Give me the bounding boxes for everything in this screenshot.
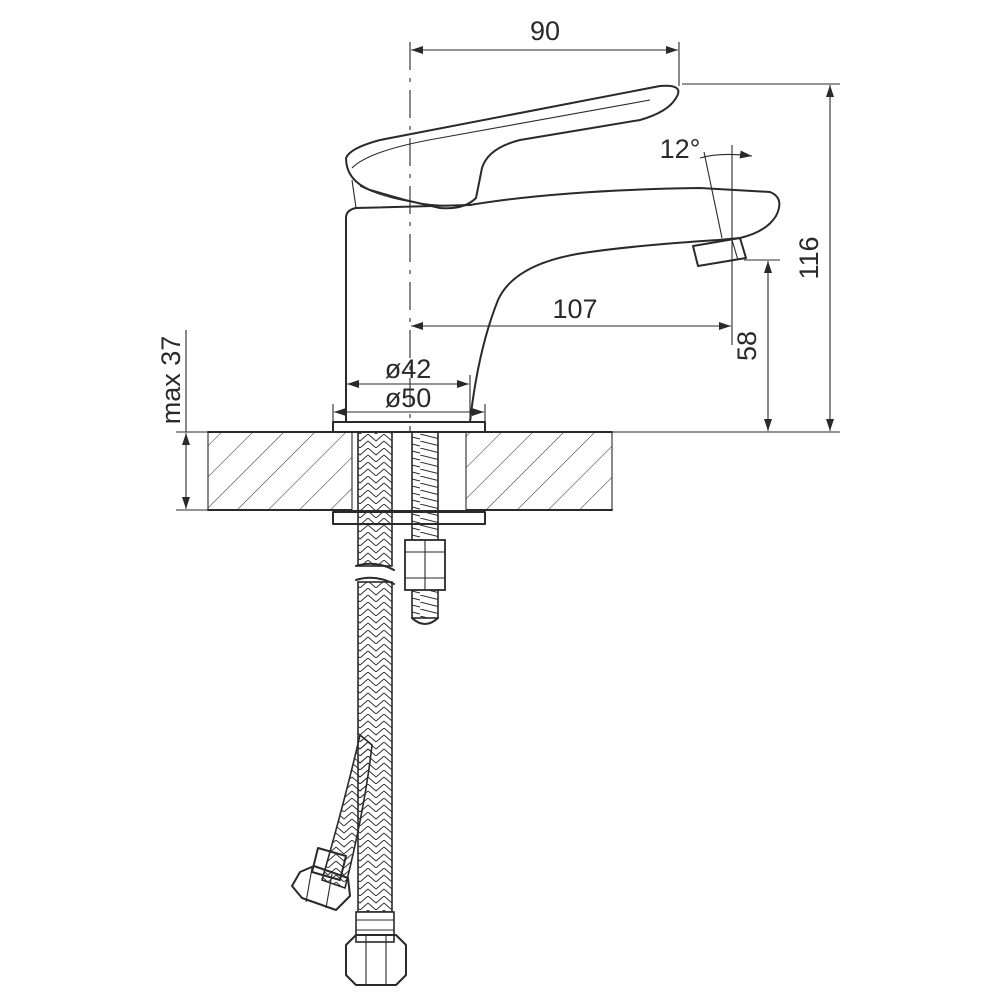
dimension-max-37: max 37: [156, 330, 208, 511]
supply-hoses: [291, 431, 407, 986]
dimension-116: 116: [682, 83, 840, 431]
dimension-d50: ø50: [332, 383, 486, 422]
dim-d50-label: ø50: [385, 383, 432, 413]
dimension-d42: ø42: [345, 354, 471, 422]
dim-max37-label: max 37: [156, 336, 186, 425]
dimension-90: 90: [411, 16, 680, 86]
dim-d42-label: ø42: [385, 354, 432, 384]
dim-58-label: 58: [732, 331, 762, 361]
dimension-58: 58: [732, 259, 780, 431]
dim-116-label: 116: [794, 236, 824, 279]
mounting-stud: [404, 431, 446, 625]
faucet-body: [332, 84, 781, 525]
dimension-angle-12: 12°: [660, 134, 753, 239]
countertop-section: [207, 431, 840, 511]
dimension-107: 107: [411, 145, 733, 345]
dim-107-label: 107: [552, 294, 597, 324]
dim-90-label: 90: [530, 16, 560, 46]
dim-angle-label: 12°: [660, 134, 701, 164]
